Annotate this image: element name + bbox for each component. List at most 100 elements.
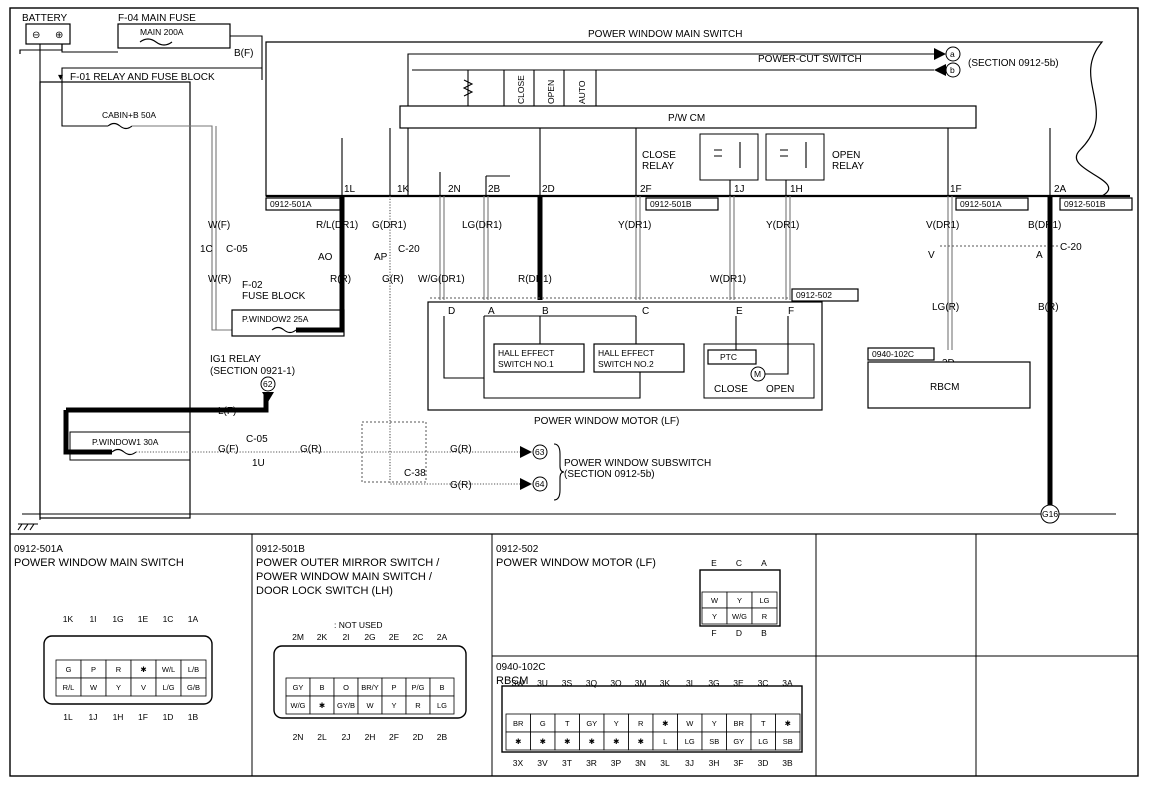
t4-name: RBCM [496, 675, 528, 687]
t3-top-pin: A [761, 558, 767, 568]
cabin-fuse-symbol [107, 122, 133, 130]
pwindow1-fuse-box [69, 431, 191, 461]
t1-bottom-pin: 1B [188, 712, 199, 722]
t2-cell-label: P [391, 683, 396, 692]
ground-g16: G16 [1042, 509, 1058, 519]
t3-cell-label: R [762, 612, 768, 621]
battery-symbol [25, 23, 71, 45]
pin-1F: 1F [950, 184, 962, 195]
t2-cell-label: BR/Y [361, 683, 379, 692]
main-fuse-symbol [139, 38, 173, 46]
t4-top-pin: 3G [708, 678, 719, 688]
t4-bottom-pin: 3J [685, 758, 694, 768]
ref-62: 62 [263, 379, 273, 389]
t3-bottom-pin: D [736, 628, 742, 638]
wire-wf: W(F) [208, 220, 230, 231]
conn-102c: 0940-102C [872, 349, 914, 359]
t2-cell-label: B [439, 683, 444, 692]
wire-wg-dr1: W/G(DR1) [418, 274, 465, 285]
t4-top-pin: 3K [660, 678, 671, 688]
t2-cell-label: GY [293, 683, 304, 692]
wire-rr: R(R) [330, 274, 351, 285]
pin-2D: 2D [542, 184, 555, 195]
t4-cell-label: SB [709, 737, 719, 746]
t4-cell [775, 731, 801, 751]
t2-bottom-pin: 2H [365, 732, 376, 742]
t1-cell-label: P [91, 665, 96, 674]
pin-V: V [928, 250, 935, 261]
t1-cell-label: W [90, 683, 98, 692]
rbcm-box [867, 361, 1031, 409]
pin-A: A [1036, 250, 1043, 261]
t4-cell-label: SB [783, 737, 793, 746]
switch-contacts [503, 70, 597, 106]
ref-64-circle [532, 476, 548, 492]
hall2-sub: SWITCH NO.2 [598, 359, 654, 369]
cabin-fuse-label: CABIN+B 50A [102, 110, 156, 120]
ref-64-arrow-icon [520, 478, 532, 490]
pwindow1-feed-wire [63, 410, 112, 455]
t2-note: : NOT USED [334, 620, 383, 630]
t4-cell-label: ✱ [589, 737, 596, 746]
ref-63-arrow-icon [520, 446, 532, 458]
t1-top-pin: 1A [188, 614, 199, 624]
t4-top-pin: 3S [562, 678, 573, 688]
wire-lg-r: LG(R) [932, 302, 959, 313]
t1-bottom-pin: 1F [138, 712, 148, 722]
wire-lg-dr1: LG(DR1) [462, 220, 502, 231]
battery-label: BATTERY [22, 13, 68, 24]
t4-cell-label: W [686, 719, 694, 728]
t2-code: 0912-501B [256, 544, 305, 555]
t4-top-pin: 3A [782, 678, 793, 688]
t3-top-pin: C [736, 558, 742, 568]
relay-block-arrow-icon: ▾ [58, 72, 63, 83]
t1-top-pin: 1C [163, 614, 174, 624]
t2-bottom-pin: 2J [342, 732, 351, 742]
t2-cell-label: W [366, 701, 374, 710]
t2-name-2: POWER WINDOW MAIN SWITCH / [256, 571, 433, 583]
t4-cell-label: R [638, 719, 644, 728]
t1-cell-label: W/L [162, 665, 175, 674]
t1-top-pin: 1G [112, 614, 123, 624]
t2-bottom-pin: 2F [389, 732, 399, 742]
t1-top-pin: 1I [89, 614, 96, 624]
pin-m-C: C [642, 306, 649, 317]
power-cut-wire-a [407, 53, 934, 196]
t2-cell-label: B [319, 683, 324, 692]
g-dr1-wire [389, 196, 520, 485]
t4-bottom-pin: 3D [758, 758, 769, 768]
ig1-relay-label: IG1 RELAY [210, 354, 261, 365]
wire-gr: G(R) [382, 274, 404, 285]
t2-top-pin: 2C [413, 632, 424, 642]
wire-r-dr1: R(DR1) [518, 274, 552, 285]
t2-bottom-pin: 2D [413, 732, 424, 742]
c05b-pin: 1U [252, 458, 265, 469]
t1-cell-label: G [66, 665, 72, 674]
motor-box [427, 301, 823, 411]
t4-cell-label: ✱ [662, 719, 669, 728]
c05b-name: C-05 [246, 434, 268, 445]
t3-cell-label: W [711, 596, 719, 605]
ref-a-circle [945, 46, 961, 62]
motor-title: POWER WINDOW MOTOR (LF) [534, 416, 679, 427]
t2-bottom-pin: 2N [293, 732, 304, 742]
close-relay-sub: RELAY [642, 161, 674, 172]
wire-v-dr1: V(DR1) [926, 220, 959, 231]
pwindow1-label: P.WINDOW1 30A [92, 437, 159, 447]
t2-cell-label: R [415, 701, 421, 710]
battery-minus-icon: ⊖ [32, 30, 40, 41]
t3-connector-shell [699, 569, 781, 627]
hall1-label: HALL EFFECT [498, 348, 554, 358]
f02-sub: FUSE BLOCK [242, 291, 306, 302]
hall1-box [493, 343, 585, 373]
pwcm-label: P/W CM [668, 113, 705, 124]
c501b-tag-2 [1059, 197, 1133, 211]
t1-bottom-pin: 1J [89, 712, 98, 722]
pin-1H: 1H [790, 184, 803, 195]
t2-bottom-pin: 2L [317, 732, 327, 742]
